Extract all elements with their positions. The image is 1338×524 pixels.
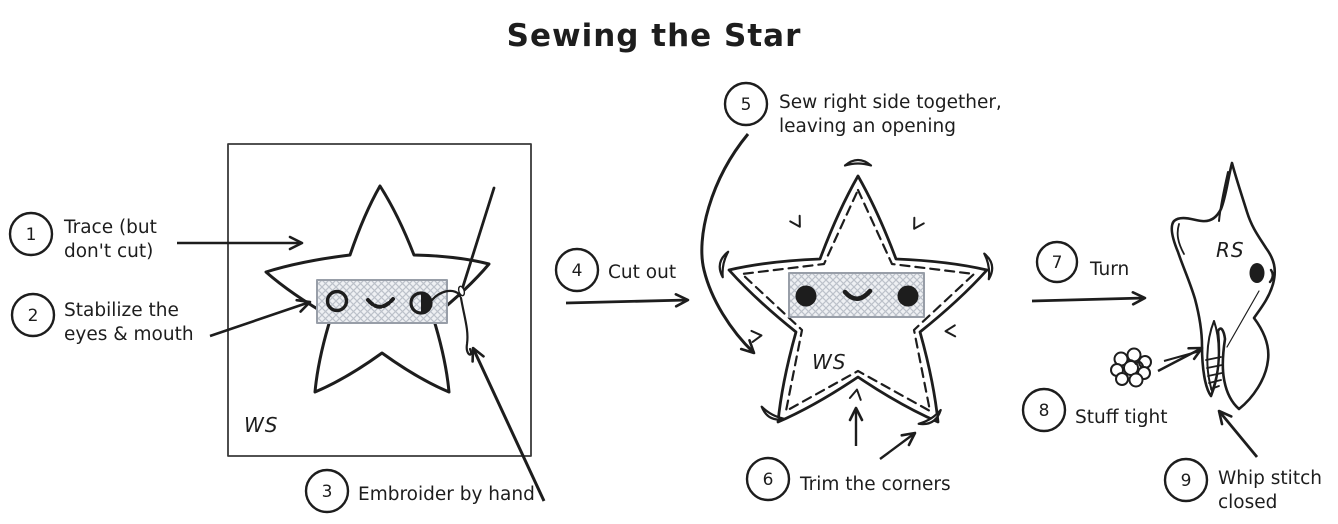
notch-mark xyxy=(750,329,763,343)
stuffing-ball-icon xyxy=(1110,347,1152,388)
step-1-number-circle xyxy=(8,211,54,257)
step-8-callout: 8 Stuff tight xyxy=(1021,346,1204,433)
step-1-label-line2: don't cut) xyxy=(64,241,153,262)
notch-mark xyxy=(913,216,925,230)
panel-traced-fabric: WS xyxy=(227,143,532,457)
stuffing-loop xyxy=(1128,372,1144,388)
whip-stitches xyxy=(1205,356,1223,390)
trimmed-corner-scraps xyxy=(718,158,994,426)
step-5-label-line2: leaving an opening xyxy=(779,116,956,137)
mouth-stitch xyxy=(366,297,395,309)
scrap-crescent-right xyxy=(983,252,994,281)
step-7-callout: 7 Turn xyxy=(1031,240,1147,306)
scrap-crescent-top xyxy=(843,158,873,167)
turned-star-outline xyxy=(1170,161,1277,411)
step-3-label: Embroider by hand xyxy=(358,484,535,505)
step-2-label-line1: Stabilize the xyxy=(64,300,179,321)
panel-turned-star: RS xyxy=(1110,161,1277,411)
step-7-arrow xyxy=(1031,291,1147,306)
turned-star-eye xyxy=(1249,263,1265,283)
step-4-callout: 4 Cut out xyxy=(554,247,690,308)
left-eye-embroidered xyxy=(795,285,817,307)
embroidery-thread-tail xyxy=(459,296,473,356)
left-eye-traced xyxy=(325,289,349,313)
step-5-curved-arrow xyxy=(700,133,756,355)
stuffing-squiggle xyxy=(1125,359,1144,367)
fabric-side-label-rs: RS xyxy=(1216,238,1245,262)
step-8-arrow-second-stroke xyxy=(1163,350,1201,362)
step-7-number-circle xyxy=(1035,240,1079,284)
step-1-callout: 1 Trace (but don't cut) xyxy=(8,211,304,262)
step-3-number-circle xyxy=(304,468,350,514)
needle-icon xyxy=(458,186,496,298)
step-5-label-line1: Sew right side together, xyxy=(779,92,1002,113)
fabric-side-label-ws-left: WS xyxy=(244,413,278,437)
needle-eye xyxy=(457,285,466,297)
step-9-arrow xyxy=(1217,409,1259,458)
step-3-number: 3 xyxy=(322,482,333,502)
step-6-callout: 6 Trim the corners xyxy=(745,406,951,502)
step-3-arrow xyxy=(471,346,546,502)
scrap-crescent-bottom-left xyxy=(760,405,786,421)
step-9-label-line1: Whip stitch xyxy=(1218,468,1322,489)
step-2-number-circle xyxy=(10,292,56,338)
step-3-callout: 3 Embroider by hand xyxy=(304,346,546,514)
seam-stitch-line xyxy=(740,188,976,413)
step-2-arrow xyxy=(209,298,312,338)
step-6-number-circle xyxy=(745,456,791,502)
step-4-number-circle xyxy=(554,247,600,293)
step-4-label: Cut out xyxy=(608,262,676,283)
whip-stitch-line xyxy=(1205,356,1222,361)
step-7-label: Turn xyxy=(1089,259,1129,280)
fabric-side-label-ws-middle: WS xyxy=(812,350,846,374)
closing-thread xyxy=(1226,290,1260,348)
step-8-label: Stuff tight xyxy=(1075,407,1167,428)
scrap-crescent-bottom-right xyxy=(917,408,942,426)
mouth-embroidered xyxy=(842,288,873,302)
whip-stitch-line xyxy=(1208,379,1222,384)
step-8-number-circle xyxy=(1021,387,1067,433)
fold-line-left-point xyxy=(1176,223,1185,255)
step-5-callout: 5 Sew right side together, leaving an op… xyxy=(700,81,1002,355)
step-8-number: 8 xyxy=(1039,401,1050,421)
right-eye-half-embroidered xyxy=(421,292,432,314)
clip-notch-marks xyxy=(750,214,957,401)
right-eye-embroidered xyxy=(897,285,919,307)
whip-stitch-line xyxy=(1207,372,1223,377)
step-9-callout: 9 Whip stitch closed xyxy=(1163,409,1322,513)
step-1-label-line1: Trace (but xyxy=(63,217,157,238)
step-7-number: 7 xyxy=(1052,253,1063,273)
page-title: Sewing the Star xyxy=(507,18,802,54)
step-9-number-circle xyxy=(1163,457,1209,503)
step-5-number-circle xyxy=(723,81,769,127)
step-9-label-line2: closed xyxy=(1218,492,1277,513)
step-5-number: 5 xyxy=(741,95,752,115)
step-2-label-line2: eyes & mouth xyxy=(64,324,194,345)
step-1-number: 1 xyxy=(26,225,37,245)
notch-mark xyxy=(848,388,862,401)
step-6-arrow-diagonal xyxy=(879,431,917,460)
scrap-crescent-left xyxy=(718,250,730,279)
stuffing-loop xyxy=(1115,372,1129,386)
turned-star-mouth xyxy=(1268,268,1274,284)
step-9-number: 9 xyxy=(1181,471,1192,491)
panel-cutout-star: WS xyxy=(718,158,994,426)
fold-line-top-point xyxy=(1218,171,1229,222)
whip-stitch-line xyxy=(1210,385,1220,390)
whip-stitch-line xyxy=(1206,364,1223,369)
step-6-number: 6 xyxy=(763,470,774,490)
notch-mark xyxy=(944,324,957,338)
step-2-number: 2 xyxy=(28,306,39,326)
step-4-number: 4 xyxy=(572,261,583,281)
step-4-arrow xyxy=(565,292,690,308)
notch-mark xyxy=(789,214,801,228)
step-2-callout: 2 Stabilize the eyes & mouth xyxy=(10,292,312,345)
embroidery-thread-upper xyxy=(430,289,461,302)
step-6-label: Trim the corners xyxy=(799,474,951,495)
